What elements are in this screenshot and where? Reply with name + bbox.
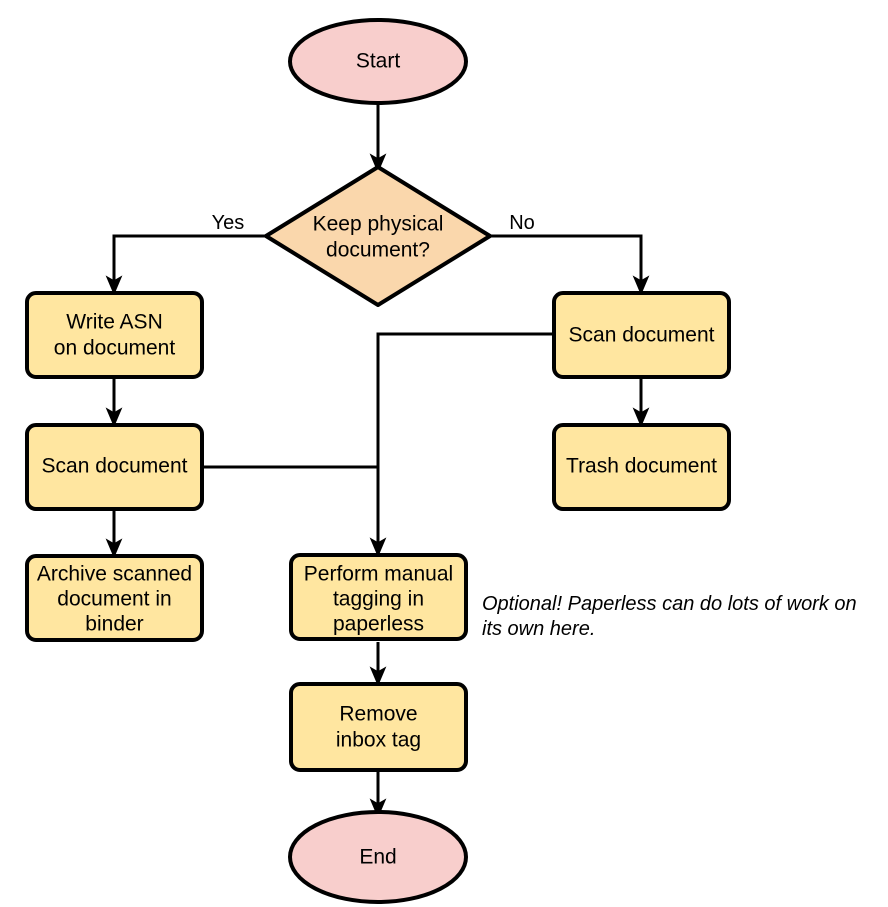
node-decision-label-line2: document? [326,239,430,262]
node-write-asn-shape [25,291,204,379]
node-decision-shape [264,165,492,307]
annotation-line-1: Optional! Paperless can do lots of work … [482,593,857,615]
edge-scan-right-to-manual-tagging [369,332,552,558]
node-scan-document-right[interactable]: Scan document [552,291,731,379]
node-manual-tagging-label-line3: paperless [333,613,424,636]
node-write-asn-label-line1: Write ASN [66,311,162,334]
node-manual-tagging-shape [289,553,468,641]
annotation-line-2: its own here. [482,618,595,640]
node-remove-inbox-tag[interactable]: Remove inbox tag [289,682,468,772]
node-start[interactable]: Start [288,18,468,105]
node-manual-tagging-label-line2: tagging in [333,588,424,611]
node-scan-document-left-shape [25,423,204,511]
node-scan-document-right-shape [552,291,731,379]
edge-decision-to-scan-right [490,234,650,296]
node-scan-document-left-label: Scan document [42,455,188,478]
node-remove-inbox-shape [289,682,468,772]
node-start-shape [288,18,468,105]
node-remove-inbox-label-line1: Remove [339,703,417,726]
node-keep-physical-document[interactable]: Keep physical document? [264,165,492,307]
node-scan-document-left[interactable]: Scan document [25,423,204,511]
node-perform-manual-tagging[interactable]: Perform manual tagging in paperless [289,553,468,641]
node-remove-inbox-label-line2: inbox tag [336,729,421,752]
node-archive-binder-shape [25,554,204,642]
node-decision-label-line1: Keep physical [313,213,444,236]
node-write-asn-label-line2: on document [54,337,176,360]
edge-decision-to-write-asn [105,234,265,296]
node-manual-tagging-label-line1: Perform manual [304,563,453,586]
node-archive-scanned-document-in-binder[interactable]: Archive scanned document in binder [25,554,204,642]
edge-label-yes: Yes [212,212,245,234]
node-end-shape [288,810,468,904]
node-start-label: Start [356,50,401,73]
node-trash-document[interactable]: Trash document [552,423,731,511]
node-trash-document-label: Trash document [566,455,717,478]
node-end-label: End [359,846,396,869]
edge-label-no: No [509,212,535,234]
annotation-optional-paperless: Optional! Paperless can do lots of work … [482,593,857,640]
node-archive-binder-label-line2: document in [57,588,171,611]
node-archive-binder-label-line1: Archive scanned [37,563,192,586]
node-scan-document-right-label: Scan document [569,324,715,347]
node-write-asn-on-document[interactable]: Write ASN on document [25,291,204,379]
node-end[interactable]: End [288,810,468,904]
node-archive-binder-label-line3: binder [85,613,143,636]
node-trash-document-shape [552,423,731,511]
